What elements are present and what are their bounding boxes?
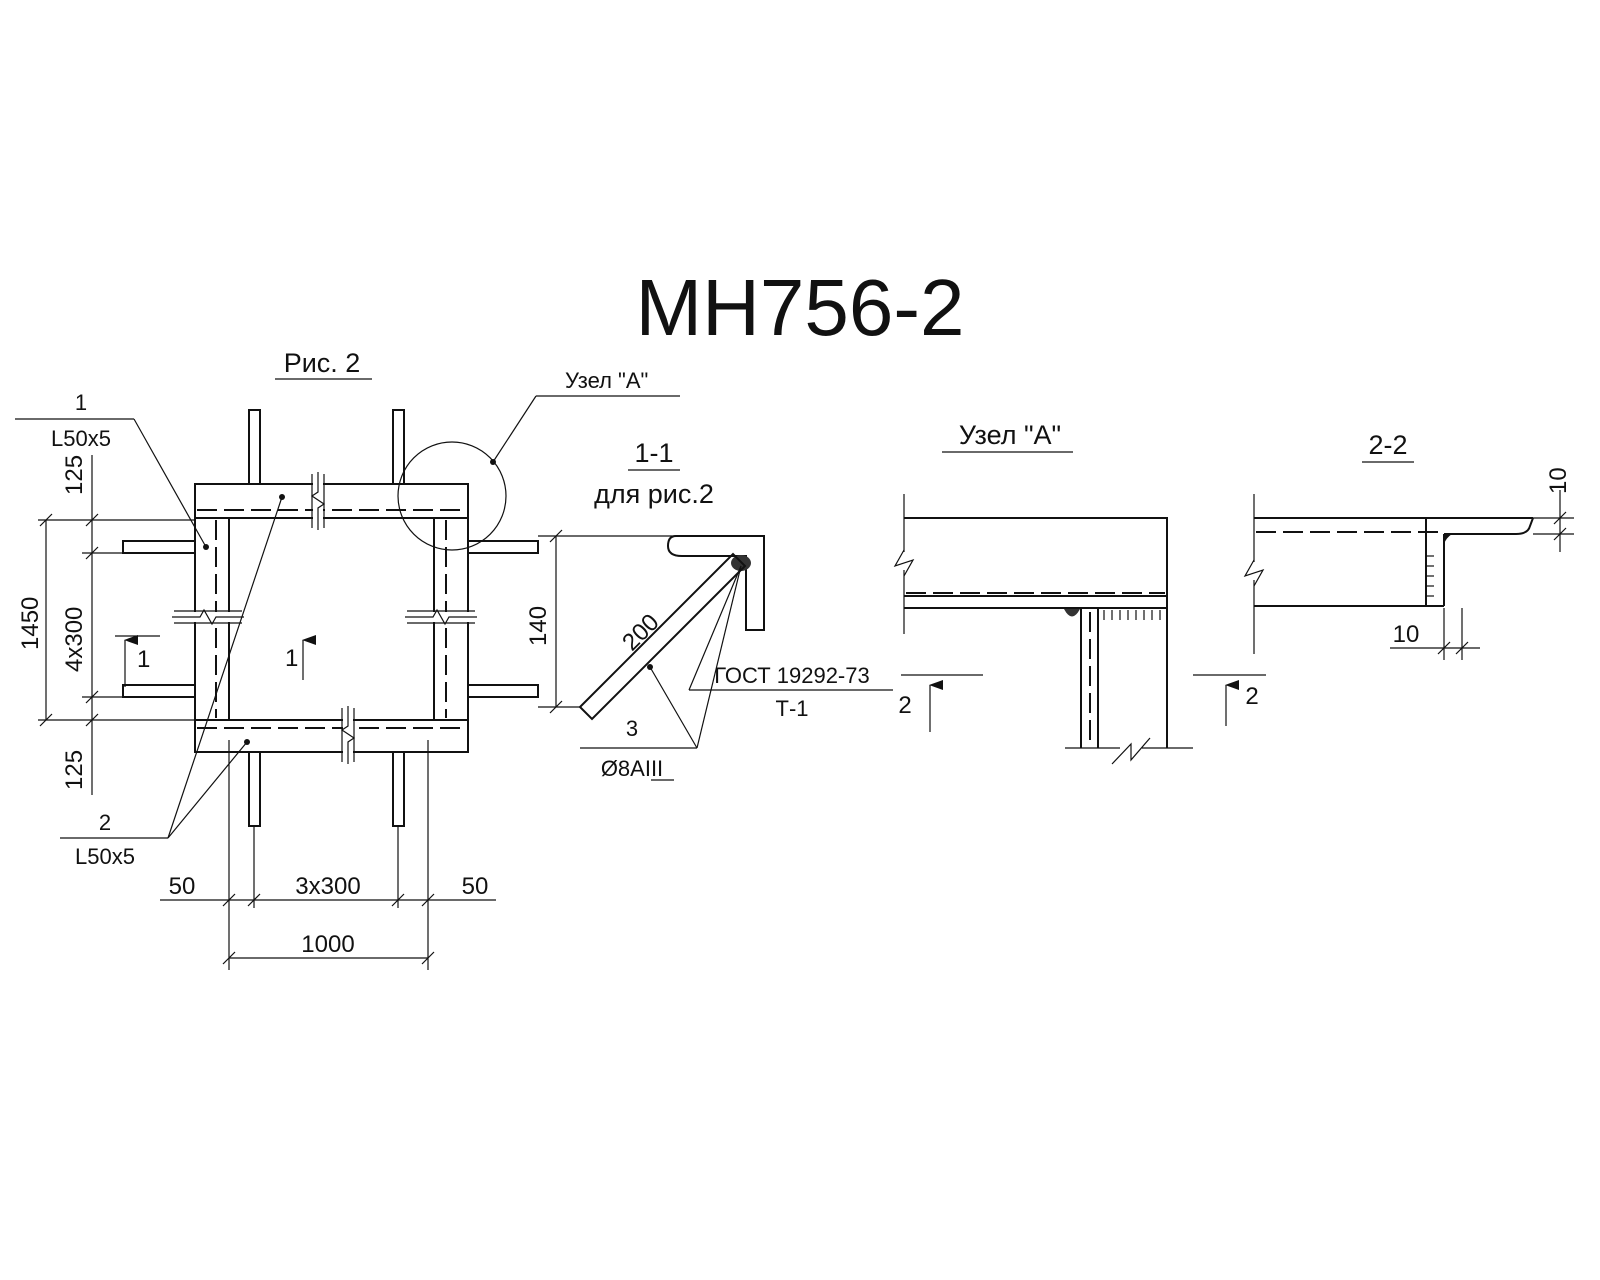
dim-1000: 1000 [301, 931, 354, 958]
pos3-number: 3 [626, 716, 638, 741]
break-line-icon [172, 608, 244, 626]
dim-200: 200 [617, 609, 664, 656]
pos2-number: 2 [99, 810, 111, 835]
pos3-rebar: Ø8АIII [601, 756, 663, 781]
node-a-title: Узел "А" [959, 420, 1061, 450]
dim-125-top: 125 [61, 455, 88, 495]
pos2-profile: L50x5 [75, 844, 135, 869]
section-2-2: 2-2 10 10 2 [1193, 430, 1574, 726]
fig-caption: Рис. 2 [284, 348, 361, 378]
node-a-circle [397, 441, 507, 551]
break-line-icon [340, 706, 356, 764]
dim-10-bottom: 10 [1393, 621, 1420, 648]
section-1-1-subtitle: для рис.2 [594, 479, 714, 509]
section-2-2-cut-mark: 2 [1245, 683, 1258, 710]
dim-3x300: 3x300 [295, 873, 360, 900]
dim-125-bottom: 125 [61, 750, 88, 790]
dim-1450: 1450 [17, 597, 44, 650]
drawing-title: МН756-2 [635, 263, 964, 352]
cut-mark-center: 1 [285, 645, 298, 672]
dim-140: 140 [525, 606, 552, 646]
section-2-2-title: 2-2 [1368, 430, 1407, 460]
dim-50-left: 50 [169, 873, 196, 900]
angle-profile [666, 535, 765, 631]
plan-view: Рис. 2 [15, 348, 680, 970]
weld-type: Т-1 [776, 696, 809, 721]
node-a-cut-mark: 2 [898, 692, 911, 719]
pos1-number: 1 [75, 390, 87, 415]
cut-mark-left: 1 [137, 646, 150, 673]
node-a-callout: Узел "А" [565, 368, 648, 393]
dim-10-top: 10 [1545, 467, 1572, 494]
break-line-icon [405, 608, 477, 626]
break-line-icon [310, 472, 326, 530]
dim-50-right: 50 [462, 873, 489, 900]
weld-standard: ГОСТ 19292-73 [714, 663, 869, 688]
section-1-1: 1-1 для рис.2 140 200 ГОСТ 19292-73 Т-1 … [525, 438, 893, 781]
section-1-1-title: 1-1 [634, 438, 673, 468]
dim-4x300: 4x300 [61, 607, 88, 672]
weld-bead-icon [1064, 609, 1080, 617]
node-a-detail: Узел "А" 2 [893, 420, 1193, 768]
pos1-profile: L50x5 [51, 426, 111, 451]
